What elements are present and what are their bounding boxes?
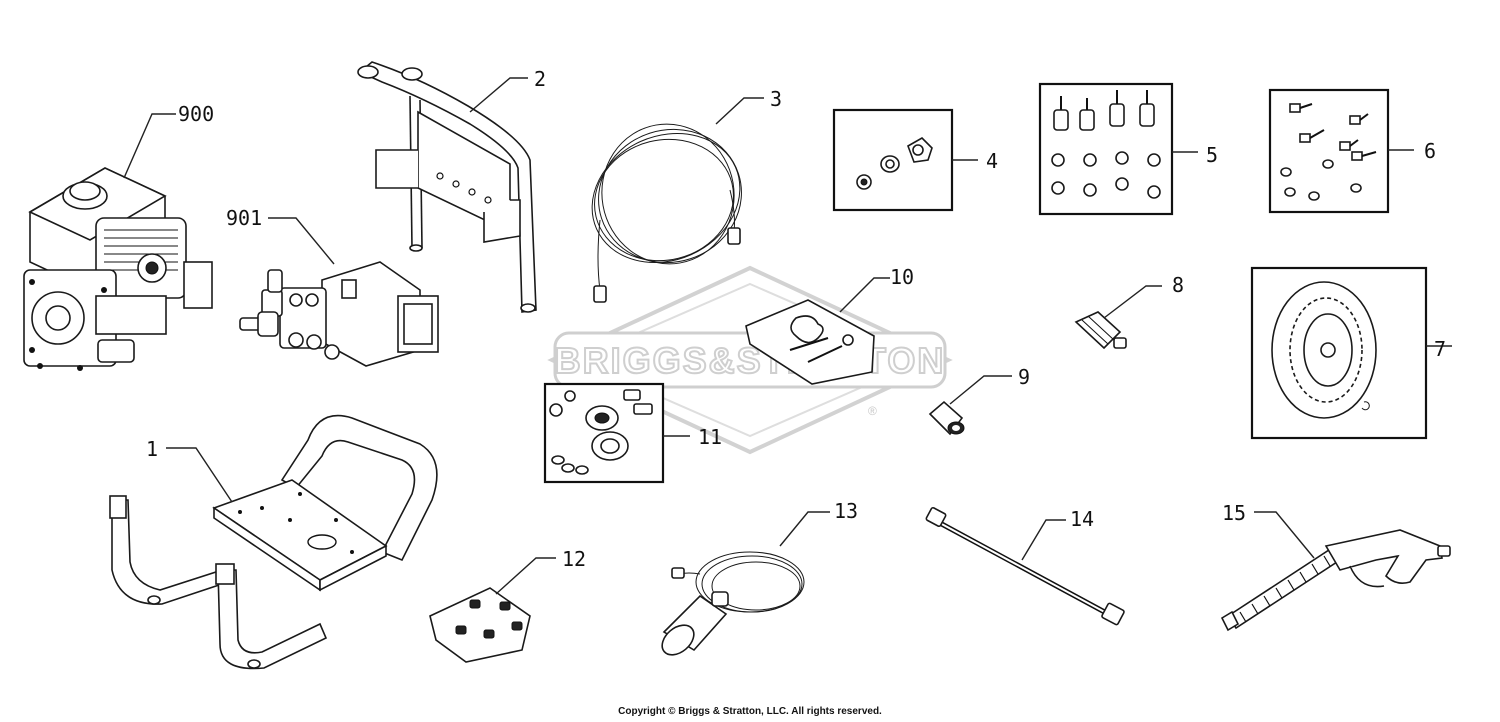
leader-9 [949, 375, 1012, 405]
part-12-nozzle-bag [429, 587, 531, 663]
part-4-fitting-kit [832, 108, 954, 212]
leader-3 [715, 97, 764, 125]
callout-15: 15 [1222, 501, 1246, 525]
leader-10 [839, 277, 890, 313]
callout-5: 5 [1206, 143, 1218, 167]
leader-900 [123, 113, 176, 179]
callout-6: 6 [1424, 139, 1436, 163]
part-10-hardware-bag [745, 299, 875, 385]
part-2-handle [357, 61, 537, 313]
part-11-seal-kit [543, 382, 665, 484]
leader-901 [268, 217, 335, 265]
part-900-engine [23, 167, 213, 371]
watermark-brand: BRIGGS&STRATTON [555, 340, 946, 381]
callout-4: 4 [986, 149, 998, 173]
leader-1 [166, 447, 233, 503]
callout-8: 8 [1172, 273, 1184, 297]
leader-2 [469, 77, 528, 113]
watermark-registered-mark: ® [868, 404, 877, 418]
callout-9: 9 [1018, 365, 1030, 389]
callout-3: 3 [770, 87, 782, 111]
part-13-detergent-hose [661, 551, 805, 656]
part-6-bolt-kit [1268, 88, 1390, 214]
leader-12 [495, 557, 556, 595]
leader-14 [1021, 519, 1066, 561]
part-8-nozzle [1074, 311, 1127, 350]
leader-15 [1254, 511, 1315, 559]
leader-8 [1103, 285, 1162, 319]
callout-10: 10 [890, 265, 914, 289]
leader-13 [779, 511, 830, 547]
part-7-wheel-kit [1250, 266, 1428, 440]
callout-901: 901 [226, 206, 262, 230]
part-901-pump [239, 261, 439, 367]
callout-2: 2 [534, 67, 546, 91]
callout-900: 900 [178, 102, 214, 126]
copyright-notice: Copyright © Briggs & Stratton, LLC. All … [618, 706, 882, 717]
callout-1: 1 [146, 437, 158, 461]
part-1-frame [109, 414, 438, 670]
callout-13: 13 [834, 499, 858, 523]
part-9-coupler [928, 400, 965, 436]
callout-14: 14 [1070, 507, 1094, 531]
part-14-spray-lance [925, 506, 1125, 626]
callout-12: 12 [562, 547, 586, 571]
part-15-spray-gun [1220, 529, 1451, 632]
part-3-pressure-hose [591, 123, 742, 303]
callout-11: 11 [698, 425, 722, 449]
part-5-hardware-kit [1038, 82, 1174, 216]
callout-7: 7 [1434, 337, 1446, 361]
